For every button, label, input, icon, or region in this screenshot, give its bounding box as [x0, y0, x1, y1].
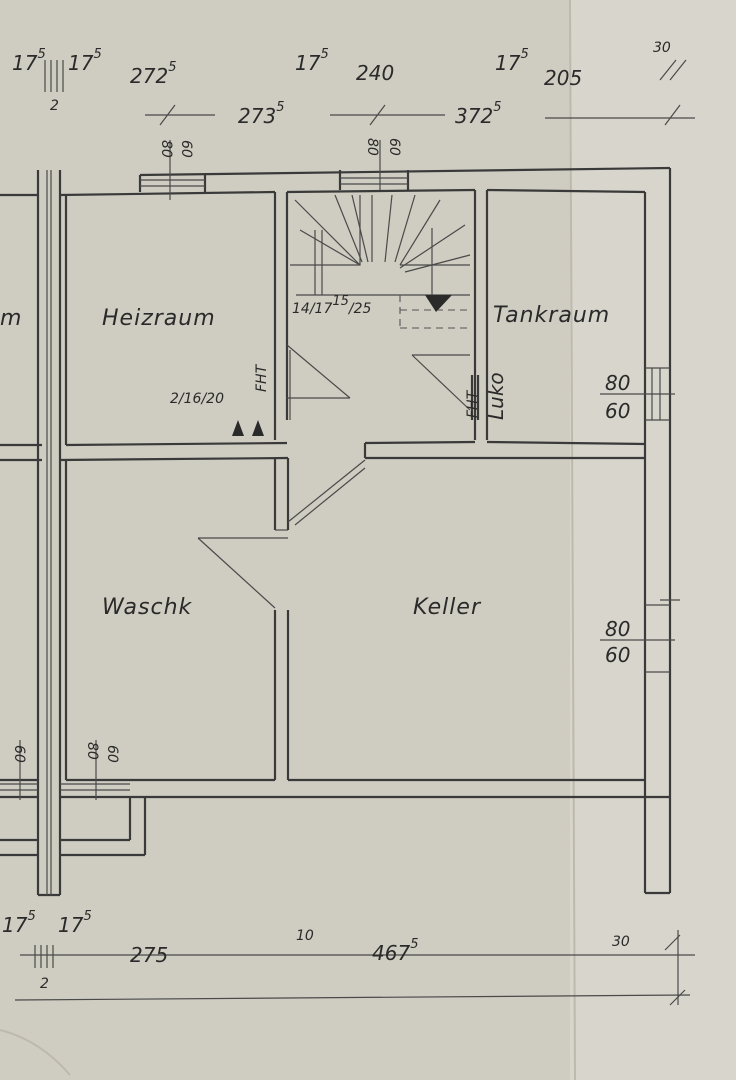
opening-right-upper-80: 80 — [605, 371, 630, 395]
staircase — [286, 194, 471, 411]
dim-top-f: 240 — [356, 61, 394, 85]
dim-top-b: 175 — [68, 47, 102, 75]
room-label-tankraum: Tankraum — [493, 303, 610, 328]
dim-top-j: 2735 — [238, 100, 284, 128]
door-annotation: 2/16/20 — [170, 391, 224, 407]
dim-bottom-d: 275 — [130, 943, 168, 967]
door-swings — [197, 350, 480, 609]
dim-top-i: 30 — [653, 40, 671, 56]
opening-right-upper-60: 60 — [605, 399, 630, 423]
paper-fold-panel — [570, 0, 736, 1080]
opening-right-lower-60: 60 — [605, 643, 630, 667]
opening-top-mid-80: 80 — [364, 138, 380, 156]
room-label-heizraum: Heizraum — [102, 306, 216, 331]
room-label-waschk: Waschk — [102, 595, 193, 620]
door-label-fht-left: FHT — [254, 363, 270, 392]
dim-bottom-a: 175 — [2, 909, 36, 937]
dim-top-a: 175 — [12, 47, 46, 75]
stair-annotation: 14/1715/25 — [292, 294, 372, 317]
opening-right-lower-80: 80 — [605, 617, 630, 641]
paper-crease — [569, 0, 576, 1080]
door-label-fht-right: FHT — [465, 389, 481, 418]
opening-bottom-left-b-60: 60 — [104, 745, 120, 763]
paper-tear — [0, 1029, 71, 1076]
opening-bottom-left-a-60: 60 — [11, 745, 27, 763]
dim-bottom-f: 4675 — [372, 937, 418, 965]
opening-top-mid-60: 60 — [386, 138, 402, 156]
room-label-left-edge: m — [0, 306, 22, 331]
dim-top-e: 175 — [295, 47, 329, 75]
dim-top-g: 175 — [495, 47, 529, 75]
room-label-keller: Keller — [413, 595, 482, 620]
opening-top-left-80: 80 — [158, 140, 174, 158]
walls — [0, 166, 672, 897]
dim-bottom-e: 10 — [296, 928, 314, 944]
dim-top-h: 205 — [544, 66, 582, 90]
opening-top-left-60: 60 — [178, 140, 194, 158]
dim-bottom-g: 30 — [612, 934, 630, 950]
dim-top-k: 3725 — [455, 100, 501, 128]
dim-top-d: 2725 — [130, 60, 176, 88]
dim-top-c: 2 — [50, 98, 59, 114]
dim-bottom-b: 175 — [58, 909, 92, 937]
luko-label: Luko — [484, 372, 508, 420]
dimension-lines — [14, 59, 695, 1006]
dim-bottom-c: 2 — [40, 976, 49, 992]
opening-bottom-left-b-80: 80 — [84, 742, 100, 760]
